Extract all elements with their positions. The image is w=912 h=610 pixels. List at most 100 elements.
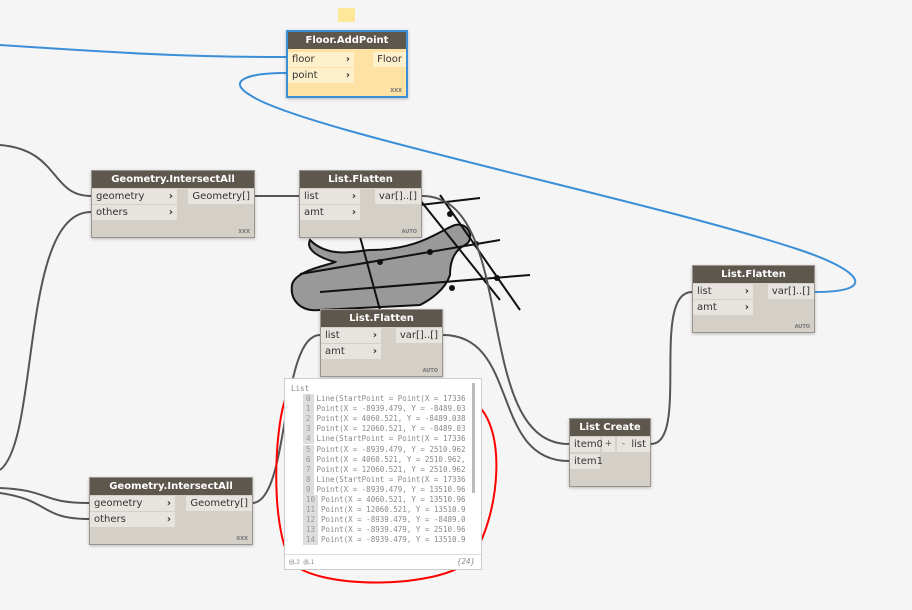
node-list-flatten-mid[interactable]: List.Flatten list › amt› var[]..[] AUTO (320, 309, 443, 377)
item-count: {24} (456, 557, 475, 566)
input-others[interactable]: others› (90, 512, 175, 527)
list-index: 4 (303, 434, 314, 445)
node-title: Geometry.IntersectAll (92, 171, 254, 188)
node-title: List Create (570, 419, 650, 436)
node-title: List.Flatten (321, 310, 442, 327)
lacing-tag: AUTO (794, 324, 810, 330)
chevron-right-icon: › (744, 286, 749, 297)
input-geometry[interactable]: geometry› (92, 189, 177, 204)
list-value: Point(X = 12060.521, Y = -8489.03 (316, 424, 466, 434)
node-title: List.Flatten (300, 171, 421, 188)
list-value: Point(X = 4060.521, Y = -8489.038 (316, 414, 466, 424)
list-index: 5 (303, 444, 314, 455)
node-title: Geometry.IntersectAll (90, 478, 252, 495)
output-var[interactable]: var[]..[] (395, 328, 442, 343)
list-value: Point(X = -8939.479, Y = 13510.9 (321, 535, 466, 545)
list-index: 12 (303, 515, 319, 526)
wire-blue (0, 44, 287, 58)
node-geometry-intersectall-bottom[interactable]: Geometry.IntersectAll geometry› others› … (89, 477, 253, 545)
input-others[interactable]: others › (92, 205, 177, 220)
port-label: geometry (96, 191, 145, 202)
list-value: Point(X = 12060.521, Y = 2510.962 (316, 464, 466, 474)
input-amt[interactable]: amt› (693, 300, 753, 315)
input-item0[interactable]: item0 (570, 437, 603, 452)
scrollbar[interactable] (472, 383, 475, 493)
chevron-right-icon: › (168, 207, 173, 218)
port-label: point (292, 70, 318, 81)
input-floor[interactable]: floor› (288, 52, 354, 67)
lacing-tag: XXX (238, 229, 250, 235)
list-index: 10 (303, 495, 319, 505)
list-index: 13 (303, 525, 319, 536)
list-value: Point(X = 4060.521, Y = 13510.96 (321, 495, 466, 504)
list-index: 14 (303, 535, 319, 546)
list-value: Line(StartPoint = Point(X = 17336 (316, 394, 466, 403)
add-input-button[interactable]: + (602, 437, 615, 452)
list-index: 3 (303, 424, 314, 435)
remove-input-button[interactable]: - (617, 437, 630, 452)
node-geometry-intersectall-top[interactable]: Geometry.IntersectAll geometry› others› … (91, 170, 255, 238)
wire (0, 487, 90, 504)
preview-header: List (291, 384, 310, 393)
chevron-right-icon: › (351, 207, 356, 218)
port-label: list (697, 286, 712, 297)
list-value: Line(StartPoint = Point(X = 17336 (316, 474, 466, 484)
output-list[interactable]: list (627, 437, 650, 452)
list-index: 2 (303, 414, 314, 425)
node-list-create[interactable]: List Create item0 item1 + - list (569, 418, 651, 487)
list-index: 9 (303, 484, 314, 495)
output-geometry[interactable]: Geometry[] (186, 496, 252, 511)
list-value: Point(X = -8939.479, Y = 2510.962 (316, 444, 466, 454)
wire (0, 211, 92, 471)
wire-blue (238, 72, 857, 293)
input-list[interactable]: list› (300, 189, 360, 204)
node-floor-add-point[interactable]: Floor.AddPoint floor› point› Floor XXX (286, 30, 408, 98)
list-value: Point(X = 12060.521, Y = 13510.9 (321, 505, 466, 515)
note-icon[interactable] (338, 8, 355, 22)
input-amt[interactable]: amt › (300, 205, 360, 220)
lacing-tag: AUTO (422, 368, 438, 374)
output-var[interactable]: var[]..[] (374, 189, 421, 204)
wire (0, 492, 90, 520)
output-geometry[interactable]: Geometry[] (188, 189, 254, 204)
list-value: Point(X = -8939.479, Y = 13510.96 (316, 484, 466, 494)
input-amt[interactable]: amt› (321, 344, 381, 359)
output-floor[interactable]: Floor (373, 52, 406, 67)
output-var[interactable]: var[]..[] (767, 284, 814, 299)
list-value: Point(X = -8939.479, Y = 2510.96 (321, 525, 466, 535)
port-label: geometry (94, 498, 143, 509)
list-index: 11 (303, 505, 319, 516)
wire (0, 144, 92, 197)
port-label: amt (304, 207, 324, 218)
list-value: Point(X = 4060.521, Y = 2510.962, (316, 454, 466, 464)
port-label: list (325, 330, 340, 341)
port-label: amt (325, 346, 345, 357)
list-value: Point(X = -8939.479, Y = -8489.0 (321, 515, 466, 525)
node-list-flatten-right[interactable]: List.Flatten list› amt› var[]..[] AUTO (692, 265, 815, 333)
chevron-right-icon: › (345, 70, 350, 81)
port-label: floor (292, 54, 315, 65)
input-point[interactable]: point › (288, 68, 354, 83)
input-item1[interactable]: item1 (570, 454, 603, 469)
port-label: others (96, 207, 128, 218)
node-list-flatten-top[interactable]: List.Flatten list› amt› var[]..[] AUTO (299, 170, 422, 238)
chevron-right-icon: › (744, 302, 749, 313)
list-index: 1 (303, 404, 314, 415)
input-list[interactable]: list › (693, 284, 753, 299)
input-geometry[interactable]: geometry› (90, 496, 175, 511)
wire (442, 334, 570, 462)
chevron-right-icon: › (372, 330, 377, 341)
input-list[interactable]: list › (321, 328, 381, 343)
lacing-tag: XXX (236, 536, 248, 542)
